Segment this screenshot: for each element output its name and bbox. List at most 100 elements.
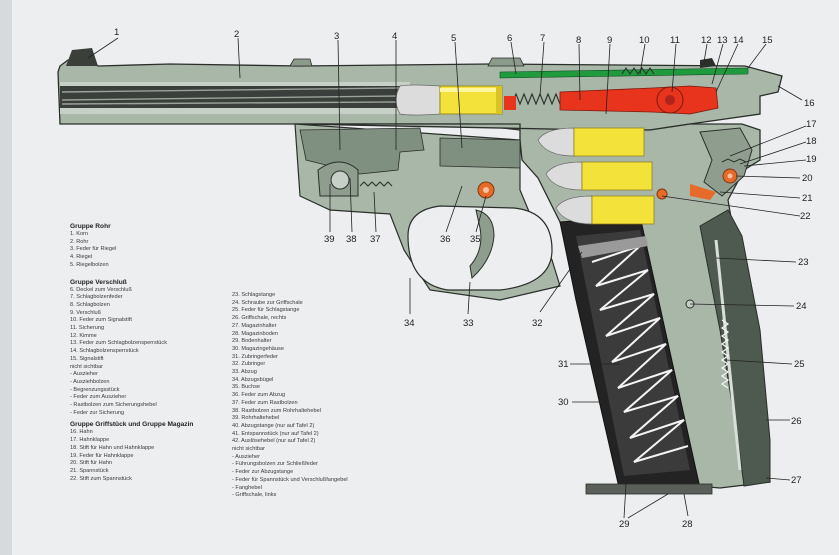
legend-right-item-9: 32. Zubringer xyxy=(232,361,266,368)
legend-slide-item-4: 10. Feder zum Signalstift xyxy=(70,317,132,324)
callout-4: 4 xyxy=(392,31,397,42)
legend-barrel-item-0: 1. Korn xyxy=(70,231,89,237)
legend-slide-item-3: 9. Verschluß xyxy=(70,309,102,316)
legend-grip-item-4: 20. Stift für Hahn xyxy=(70,460,112,467)
callout-numbers: 1 2 3 4 5 6 7 8 9 10 11 12 13 14 15 16 1… xyxy=(114,27,817,530)
callout-22: 22 xyxy=(800,211,811,222)
callout-16: 16 xyxy=(804,98,815,109)
callout-21: 21 xyxy=(802,193,813,204)
legend-right-item-6: 29. Bodenhalter xyxy=(232,338,272,345)
leader-lines xyxy=(87,37,807,519)
legend-right-item-8: 31. Zubringerfeder xyxy=(232,353,279,360)
legend-right-item-0: 23. Schlagstange xyxy=(232,292,276,298)
trigger xyxy=(469,209,495,279)
callout-7: 7 xyxy=(540,33,545,44)
callout-30: 30 xyxy=(558,397,569,408)
callout-28: 28 xyxy=(682,519,693,530)
legend-grip-item-3: 19. Feder für Hahnklappe xyxy=(70,452,134,459)
callout-39: 39 xyxy=(324,234,335,245)
callout-38: 38 xyxy=(346,234,357,245)
callout-15: 15 xyxy=(762,35,773,46)
legend-right-item-18: 41. Entspannstück (nur auf Tafel 2) xyxy=(232,430,319,437)
legend-right-item-21: - Auszieher xyxy=(232,453,260,460)
legend-right-item-10: 33. Abzug xyxy=(232,369,257,376)
callout-24: 24 xyxy=(796,301,807,312)
callout-18: 18 xyxy=(806,136,817,147)
legend-right-item-7: 30. Magazingehäuse xyxy=(232,345,284,352)
callout-12: 12 xyxy=(701,35,712,46)
grip-panel xyxy=(699,209,771,487)
callout-17: 17 xyxy=(806,119,817,130)
magazine xyxy=(537,127,713,495)
callout-14: 14 xyxy=(733,35,744,46)
signal-pin-spring xyxy=(621,67,655,75)
legend-right-item-17: 40. Abzugstange (nur auf Tafel 2) xyxy=(232,422,315,429)
legend-right-item-19: 42. Auslösehebel (nur auf Tafel 2) xyxy=(232,438,316,445)
firing-pin-spring xyxy=(511,92,561,106)
chambered-cartridge xyxy=(395,84,503,116)
legend-group-barrel-title: Gruppe Rohr xyxy=(70,223,111,230)
callout-5: 5 xyxy=(451,33,456,44)
legend-right-item-13: 36. Feder zum Abzug xyxy=(232,392,286,399)
legend-right-item-20: nicht sichtbar xyxy=(232,446,265,453)
legend-slide-item-8: 14. Schlagbolzensperrstück xyxy=(70,348,139,355)
legend-right-item-26: - Griffschale, links xyxy=(232,492,277,499)
legend-slide-item-5: 11. Sicherung xyxy=(70,325,105,332)
legend-group-grip-title: Gruppe Griffstück und Gruppe Magazin xyxy=(70,421,194,429)
callout-37: 37 xyxy=(370,234,381,245)
slide-and-barrel xyxy=(57,48,783,131)
callout-20: 20 xyxy=(802,173,813,184)
legend-slide-item-7: 13. Feder zum Schlagbolzensperrstück xyxy=(70,340,168,347)
legend-barrel-item-1: 2. Rohr xyxy=(70,238,89,245)
legend-barrel-item-4: 5. Riegelbolzen xyxy=(70,261,109,268)
legend-slide-item-15: - Rastbolzen zum Sicherungshebel xyxy=(70,402,157,409)
legend-grip-item-0: 16. Hahn xyxy=(70,429,93,436)
legend-slide-item-12: - Ausziehbolzen xyxy=(70,378,110,385)
legend-slide-item-10: nicht sichtbar xyxy=(70,363,103,370)
legend-right-item-2: 25. Feder für Schlagstange xyxy=(232,307,300,314)
legend-grip-item-5: 21. Spannstück xyxy=(70,467,109,474)
legend-right-item-22: - Führungsbolzen zur Schließfeder xyxy=(232,461,318,468)
legend-right-item-12: 35. Buchse xyxy=(232,384,260,391)
callout-11: 11 xyxy=(670,35,680,46)
magazine-cartridges xyxy=(537,127,655,225)
page-edge-shadow xyxy=(0,0,12,555)
callout-1: 1 xyxy=(114,27,119,38)
legend-right-item-1: 24. Schraube zur Griffschale xyxy=(232,299,303,306)
callout-19: 19 xyxy=(806,154,817,165)
mainspring xyxy=(720,319,730,389)
legend-right-item-16: 39. Rohrhaltehebel xyxy=(232,415,280,422)
callout-32: 32 xyxy=(532,318,543,329)
legend-slide-item-2: 8. Schlagbolzen xyxy=(70,301,110,308)
callout-29: 29 xyxy=(619,519,630,530)
legend-slide-item-13: - Begrenzungsstück xyxy=(70,386,120,393)
legend-slide-item-11: - Auszieher xyxy=(70,371,98,378)
legend-barrel-item-2: 3. Feder für Riegel xyxy=(70,246,117,253)
callout-2: 2 xyxy=(234,29,239,40)
callout-8: 8 xyxy=(576,35,581,46)
legend-right-item-4: 27. Magazinhalter xyxy=(232,322,277,329)
legend-grip-item-2: 18. Stift für Hahn und Hahnklappe xyxy=(70,444,155,451)
legend-right-item-24: - Feder für Spannstück und Verschlußfang… xyxy=(232,476,348,483)
signal-pin xyxy=(499,67,749,79)
callout-9: 9 xyxy=(607,35,612,46)
hammer xyxy=(699,127,753,197)
callout-36: 36 xyxy=(440,234,451,245)
legend-right-item-23: - Feder zur Abzugstange xyxy=(232,469,294,476)
callout-34: 34 xyxy=(404,318,415,329)
magazine-spring xyxy=(591,245,689,463)
legend-barrel-item-3: 4. Riegel xyxy=(70,254,93,261)
callout-26: 26 xyxy=(791,416,802,427)
callout-33: 33 xyxy=(463,318,474,329)
legend-right-item-14: 37. Feder zum Rastbolzen xyxy=(232,399,298,406)
legend-slide-item-0: 6. Deckel zum Verschluß xyxy=(70,286,132,293)
callout-6: 6 xyxy=(507,33,512,44)
callout-31: 31 xyxy=(558,359,569,370)
legend-right-item-11: 34. Abzugsbügel xyxy=(232,376,274,383)
callout-23: 23 xyxy=(798,257,809,268)
callout-3: 3 xyxy=(334,31,339,42)
legend-slide-item-14: - Feder zum Auszieher xyxy=(70,394,127,401)
